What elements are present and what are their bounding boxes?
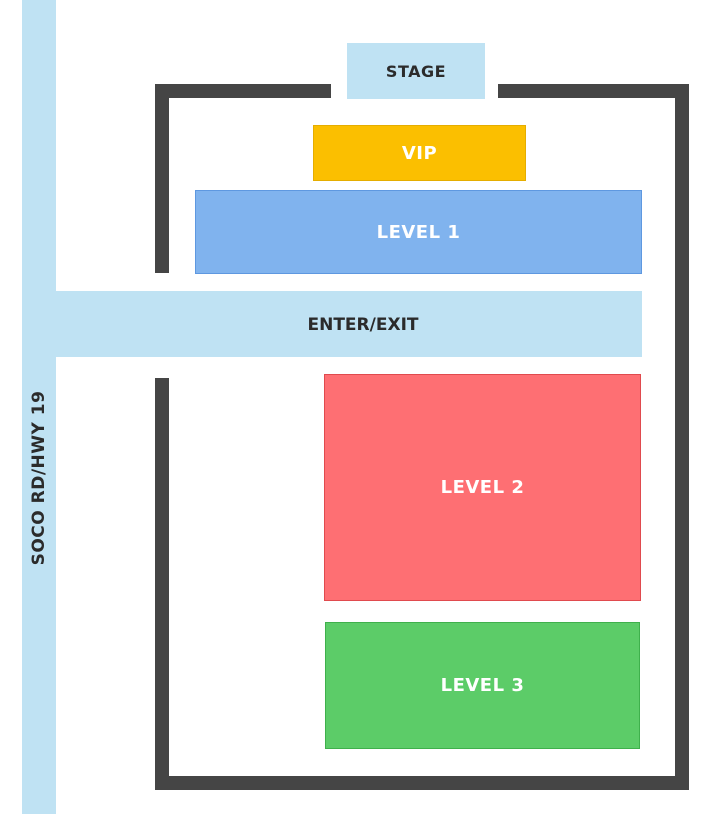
- wall-left-lower: [155, 378, 169, 790]
- stage-area: STAGE: [347, 43, 485, 99]
- road-label: SOCO RD/HWY 19: [29, 390, 49, 566]
- vip-label: VIP: [401, 142, 438, 164]
- level-1-zone[interactable]: LEVEL 1: [195, 190, 642, 274]
- level-3-zone[interactable]: LEVEL 3: [325, 622, 640, 749]
- level-3-label: LEVEL 3: [440, 675, 525, 696]
- wall-top-left: [155, 84, 331, 98]
- wall-bottom: [155, 776, 689, 790]
- vip-zone[interactable]: VIP: [313, 125, 526, 181]
- stage-label: STAGE: [385, 61, 447, 81]
- wall-right: [675, 84, 689, 790]
- road-soco-rd: [22, 0, 56, 814]
- level-1-label: LEVEL 1: [376, 221, 461, 243]
- level-2-zone[interactable]: LEVEL 2: [324, 374, 641, 601]
- level-2-label: LEVEL 2: [440, 477, 525, 498]
- wall-top-right: [498, 84, 689, 98]
- enter-exit-label: ENTER/EXIT: [307, 315, 419, 335]
- wall-left-upper: [155, 84, 169, 273]
- entrance-path: [22, 291, 642, 357]
